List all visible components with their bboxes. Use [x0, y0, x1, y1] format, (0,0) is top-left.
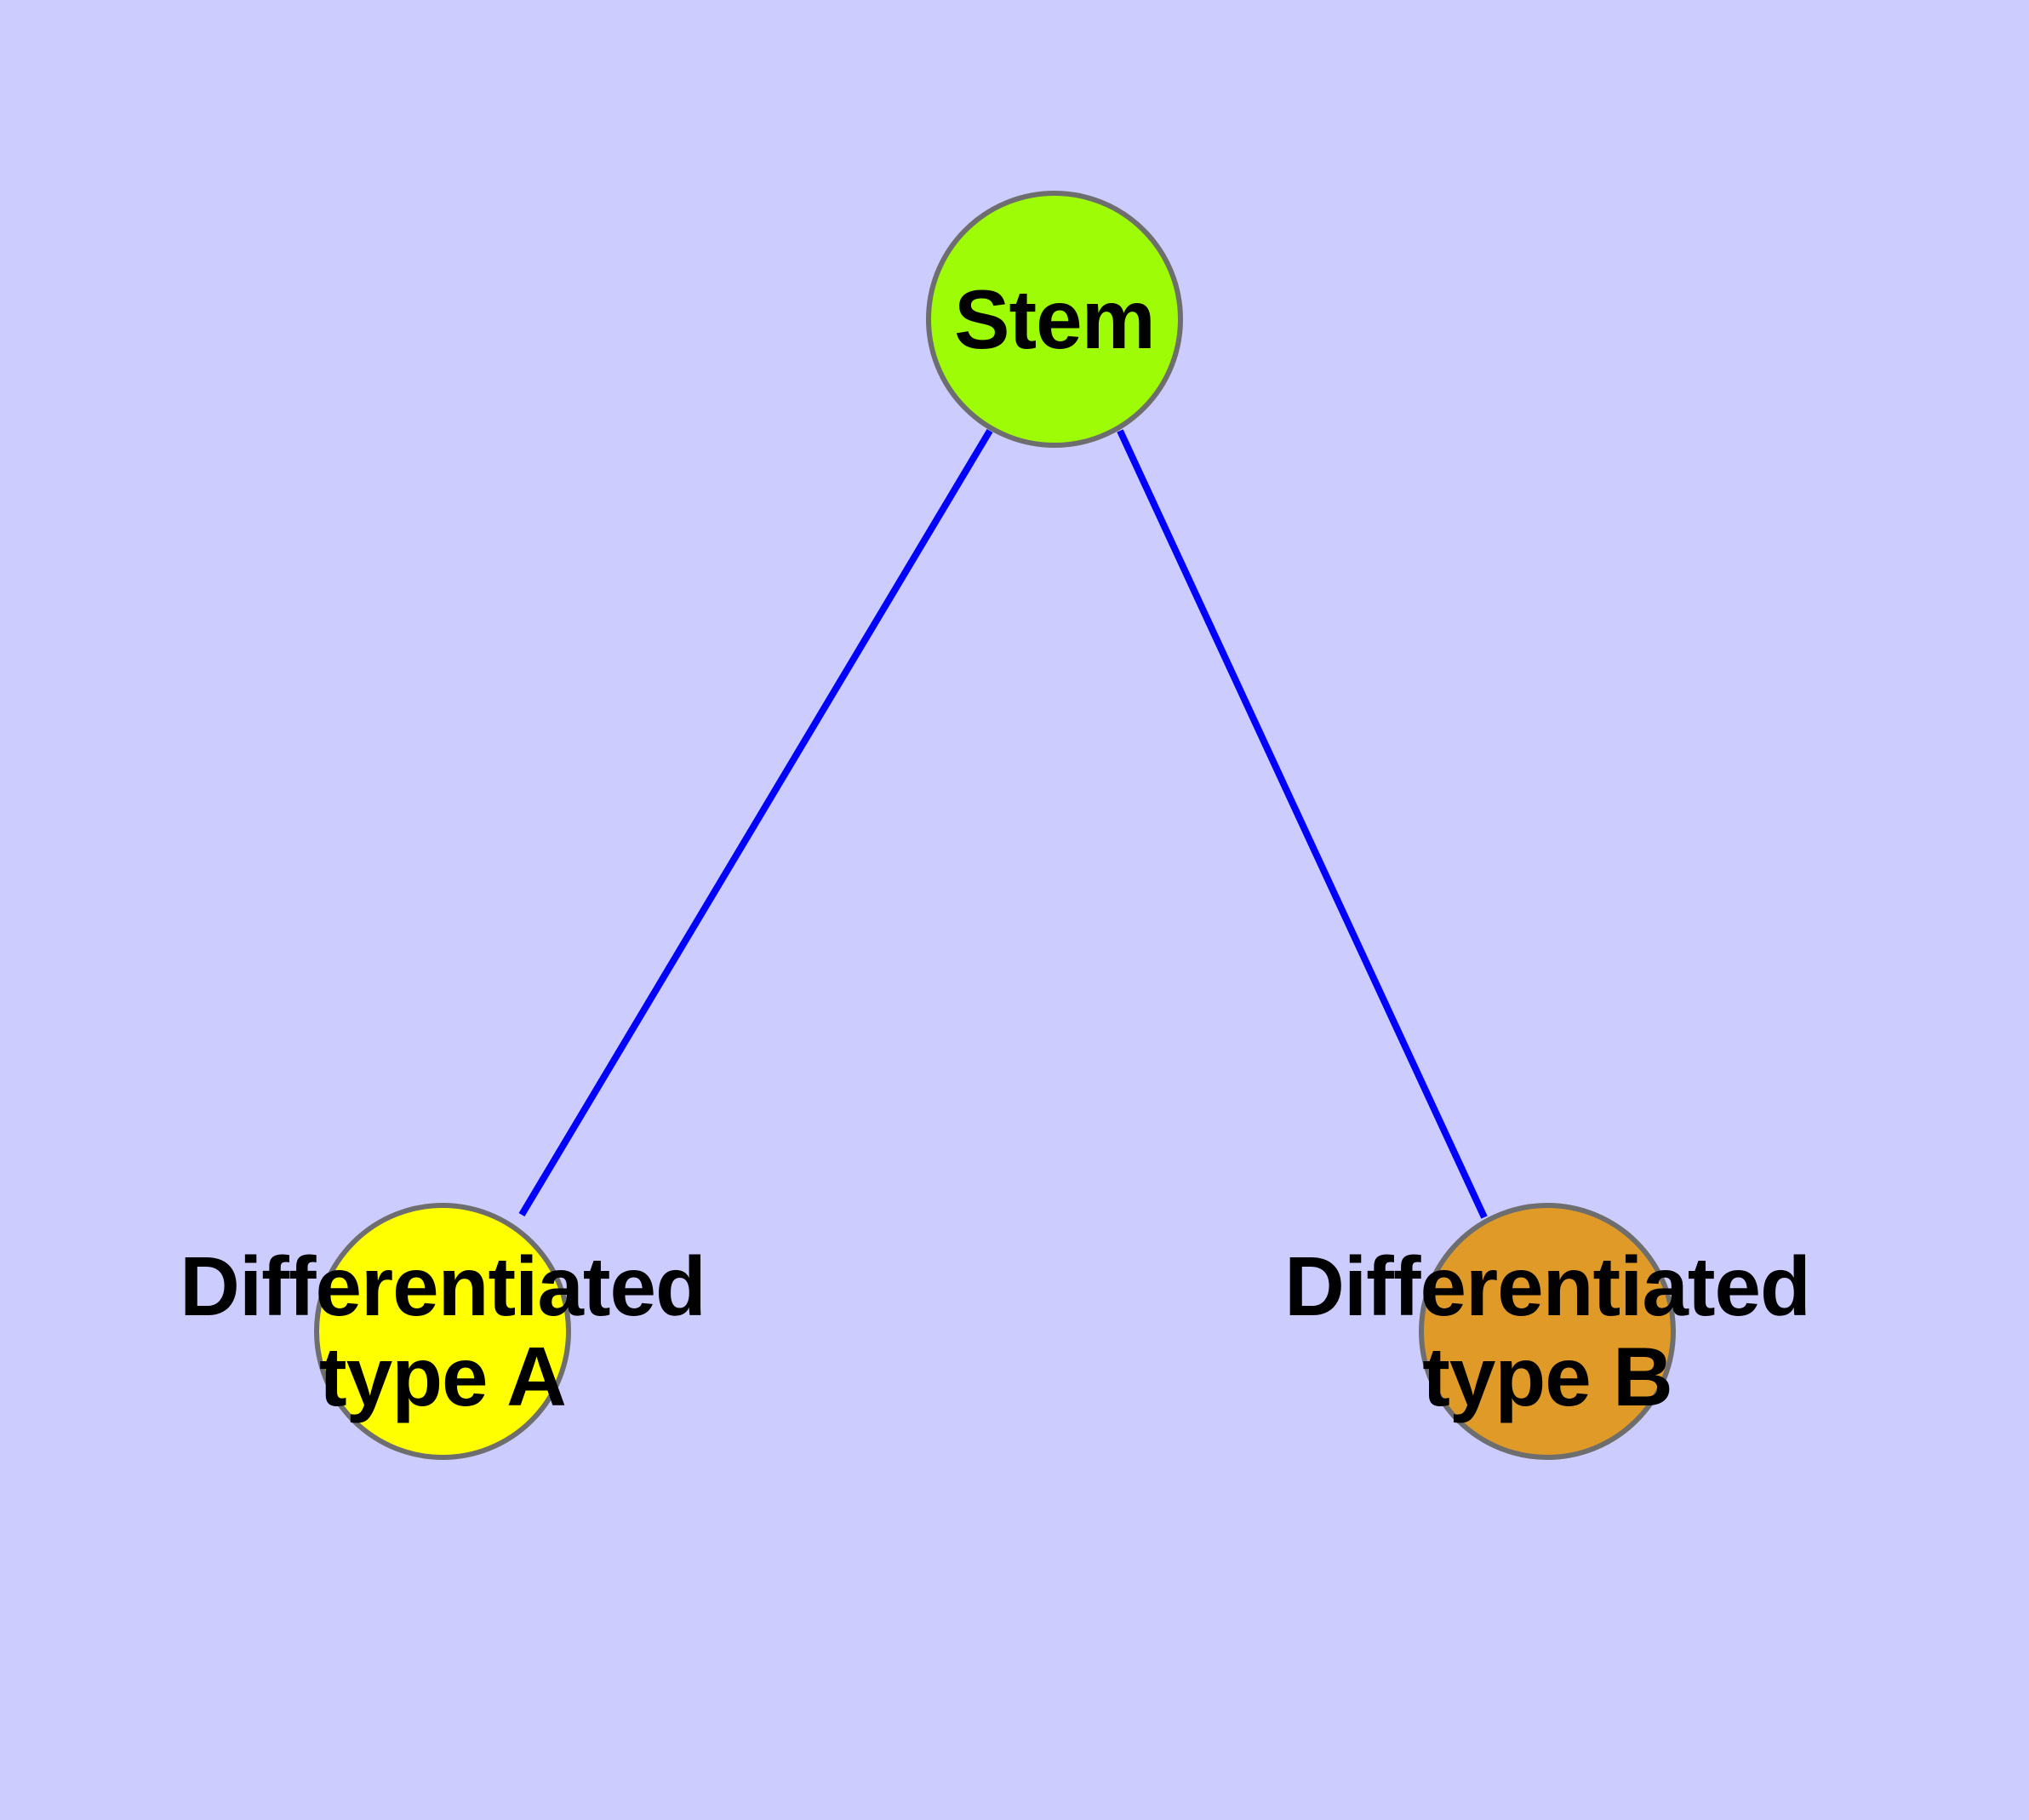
node-differentiated-type-b-circle: [1419, 1203, 1676, 1460]
node-stem[interactable]: Stem: [926, 191, 1183, 448]
node-differentiated-type-a[interactable]: Differentiated type A: [180, 1203, 706, 1460]
edge-stem-to-differentiated-type-b: [1117, 429, 1488, 1219]
node-differentiated-type-b[interactable]: Differentiated type B: [1284, 1203, 1811, 1460]
node-differentiated-type-a-circle: [314, 1203, 571, 1460]
edge-stem-to-differentiated-type-a: [518, 428, 993, 1217]
node-stem-circle: [926, 191, 1183, 448]
